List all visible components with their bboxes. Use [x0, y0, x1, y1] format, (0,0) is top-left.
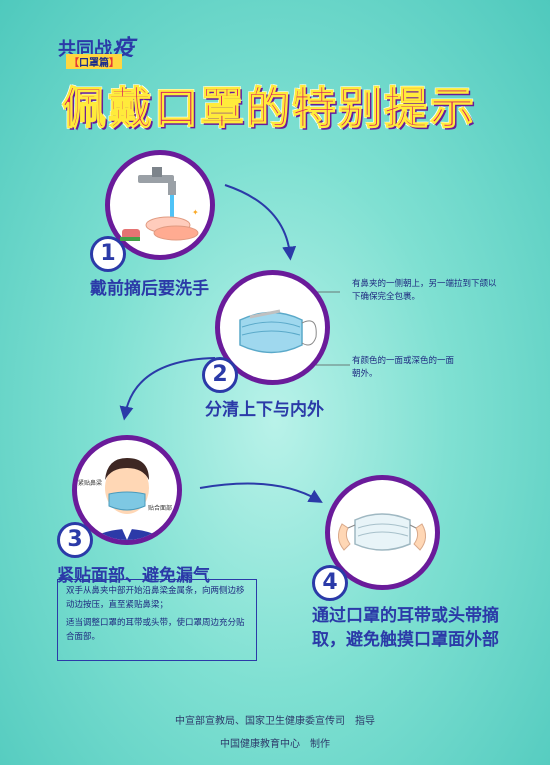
step3-instruction-2: 适当调整口罩的耳带或头带，使口罩周边充分贴合面部。	[66, 618, 245, 642]
step4-number: 4	[312, 565, 348, 601]
mask-illustration	[239, 309, 317, 354]
step3-instructions: 双手从鼻夹中部开始沿鼻梁金属条，向两侧边移动边按压，直至紧贴鼻梁； 适当调整口罩…	[57, 579, 257, 661]
step1-title: 戴前摘后要洗手	[90, 279, 209, 299]
mask-removal-illustration	[338, 513, 426, 551]
arrow-1-2	[224, 184, 297, 261]
handwash-illustration: ✦	[120, 167, 199, 241]
svg-text:✦: ✦	[192, 208, 199, 217]
footer-guidance: 中宣部宣教局、国家卫生健康委宣传司 指导	[175, 716, 375, 727]
arrow-2-3	[119, 357, 216, 421]
step3-number: 3	[57, 522, 93, 558]
arrow-3-4	[199, 482, 323, 503]
step2-number: 2	[202, 357, 238, 393]
step4-title: 通过口罩的耳带或头带摘取，避免触摸口罩面外部	[312, 606, 499, 650]
step2-note-color: 有颜色的一面或深色的一面朝外。	[352, 356, 455, 379]
step1-circle: ✦	[105, 150, 215, 260]
label-face: 贴合面部	[148, 505, 173, 512]
step1-number: 1	[90, 236, 126, 272]
step3-instruction-1: 双手从鼻夹中部开始沿鼻梁金属条，向两侧边移动边按压，直至紧贴鼻梁；	[66, 586, 245, 610]
step2-note-nose: 有鼻夹的一侧朝上，另一端拉到下颌以下确保完全包裹。	[352, 279, 497, 302]
footer-producer: 中国健康教育中心 制作	[220, 739, 330, 750]
step3-circle	[72, 435, 182, 545]
step3-title: 紧贴面部、避免漏气	[57, 566, 210, 586]
step4-circle	[325, 475, 440, 590]
series-tag: 【口罩篇】	[66, 54, 122, 69]
person-mask-illustration	[87, 458, 167, 540]
label-nose: 紧贴鼻梁	[78, 480, 103, 487]
step2-title: 分清上下与内外	[205, 400, 324, 420]
main-title: 佩戴口罩的特别提示	[62, 83, 476, 135]
